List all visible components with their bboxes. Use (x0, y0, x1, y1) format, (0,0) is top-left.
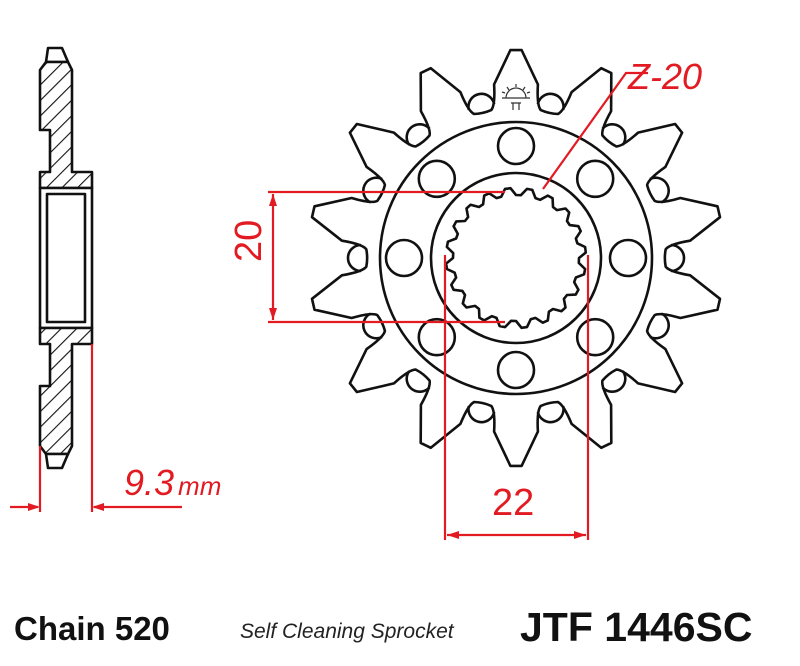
self-cleaning-notch (670, 243, 686, 273)
self-cleaning-notch (405, 370, 431, 394)
bolt-hole (417, 317, 457, 357)
bolt-hole (417, 159, 457, 199)
spline-bore (444, 186, 588, 330)
self-cleaning-notch (346, 243, 362, 273)
chain-size: Chain 520 (14, 610, 170, 647)
bolt-hole (496, 350, 536, 390)
height-dimension-label: 20 (228, 220, 271, 262)
self-cleaning-notch (601, 122, 627, 146)
jt-logo-icon (501, 84, 531, 110)
sprocket-front-view (310, 48, 722, 468)
self-cleaning-notch (649, 312, 670, 340)
part-number: JTF 1446SC (520, 604, 753, 650)
bolt-hole (608, 238, 648, 278)
bolt-hole (575, 159, 615, 199)
self-cleaning-notch (362, 176, 383, 204)
self-cleaning-notch (601, 370, 627, 394)
width-dimension-label: 22 (492, 482, 535, 524)
bolt-hole (496, 126, 536, 166)
self-cleaning-notch (467, 92, 496, 111)
self-cleaning-notch (536, 92, 565, 111)
bolt-hole (575, 317, 615, 357)
hub-ring (378, 120, 654, 396)
side-section-view (38, 46, 94, 470)
thickness-dimension (10, 344, 182, 512)
height-value: 20 (228, 219, 270, 262)
self-cleaning-notch (536, 405, 565, 424)
spline-count-label: Z-20 (628, 56, 703, 97)
self-cleaning-notch (405, 122, 431, 146)
thickness-value: 9.3 (124, 462, 175, 503)
self-cleaning-notch (467, 405, 496, 424)
self-cleaning-notch (649, 176, 670, 204)
tooth-outline (310, 48, 722, 468)
product-description: Self Cleaning Sprocket (240, 620, 454, 643)
thickness-unit: mm (178, 471, 222, 501)
self-cleaning-notch (362, 312, 383, 340)
front-dimensions (268, 71, 648, 540)
inner-ring (429, 171, 603, 345)
bolt-hole (384, 238, 424, 278)
